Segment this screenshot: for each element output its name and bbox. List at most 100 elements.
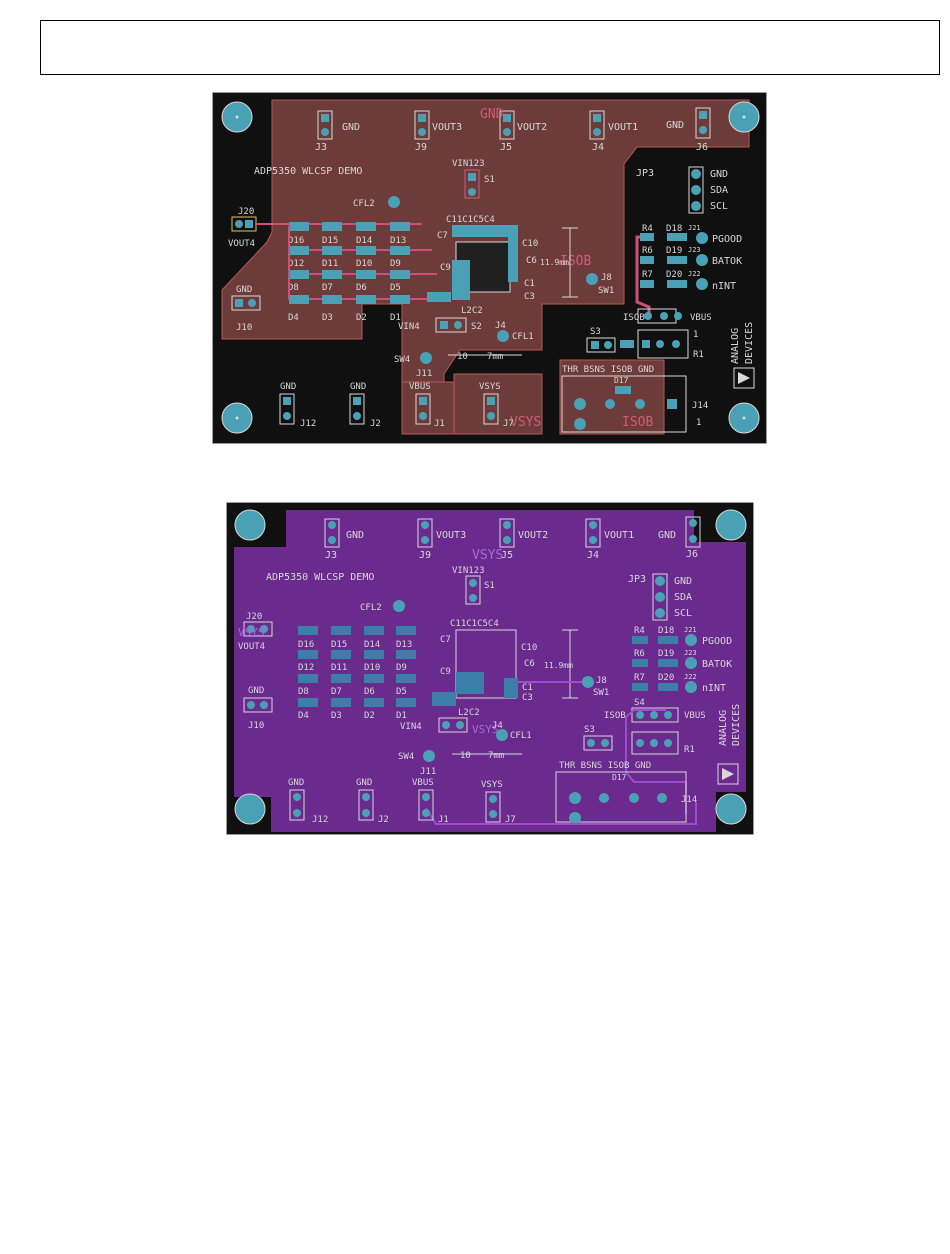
connector-label: GND	[658, 530, 676, 541]
connector-label: VOUT1	[604, 530, 634, 541]
r1-label: R1	[684, 745, 695, 755]
led-ref: D11	[331, 663, 347, 673]
led-ref: D5	[390, 283, 401, 293]
mounting-hole	[234, 509, 266, 541]
mounting-hole	[715, 793, 747, 825]
resistor-ref: R6	[642, 246, 653, 256]
led-ref: D11	[322, 259, 338, 269]
board-title: ADP5350 WLCSP DEMO	[266, 572, 374, 583]
pmic-cluster: C11C1C5C4 C7 C10 C6 C1 C3 C9 L2C2	[427, 215, 538, 316]
j20-label: J20	[246, 612, 262, 622]
connector-ref: J6	[686, 549, 698, 560]
jp3-pin-label: SCL	[710, 201, 728, 212]
vin4-label: VIN4	[400, 722, 422, 732]
sw1-label: SW1	[593, 688, 609, 698]
cap-ref: C7	[437, 231, 448, 241]
dimension-label: 10	[457, 352, 468, 362]
jack-ref: J22	[688, 270, 701, 278]
led-ref: D4	[288, 313, 299, 323]
j12-label: J12	[300, 419, 316, 429]
cfl2-label: CFL2	[360, 603, 382, 613]
j2-label: J2	[370, 419, 381, 429]
net-label: VSYS	[510, 415, 541, 430]
vsys-label: VSYS	[481, 780, 503, 790]
connector-label: GND	[666, 120, 684, 131]
gnd-label: GND	[248, 686, 264, 696]
led-ref: D19	[666, 246, 682, 256]
j7-label: J7	[503, 419, 514, 429]
vbus-label: VBUS	[409, 382, 431, 392]
logo-text: ANALOG	[730, 328, 741, 364]
gnd-label: GND	[236, 285, 252, 295]
led-ref: D16	[288, 236, 304, 246]
j11-label: J11	[416, 369, 432, 379]
net-label: ISOB	[560, 254, 591, 269]
j14-label: J14	[681, 795, 697, 805]
s1-label: S1	[484, 175, 495, 185]
led-ref: D1	[390, 313, 401, 323]
jp3-pin-label: GND	[674, 576, 692, 587]
isob-label: ISOB	[604, 711, 626, 721]
jack-ref: J22	[684, 673, 697, 681]
j12-label: J12	[312, 815, 328, 825]
jack-ref: J21	[688, 224, 701, 232]
status-label: BATOK	[702, 659, 732, 670]
j10-label: J10	[248, 721, 264, 731]
mounting-hole	[234, 793, 266, 825]
cap-ref: C6	[526, 256, 537, 266]
led-ref: D10	[364, 663, 380, 673]
cap-ref: C10	[521, 643, 537, 653]
jack-ref: J23	[684, 649, 697, 657]
gnd-label: GND	[350, 382, 366, 392]
vsys-label: VSYS	[479, 382, 501, 392]
vout4-label: VOUT4	[228, 239, 255, 249]
j20-label: J20	[238, 207, 254, 217]
led-ref: D3	[331, 711, 342, 721]
j1-label: J1	[434, 419, 445, 429]
vin4-label: VIN4	[398, 322, 420, 332]
resistor-ref: R4	[642, 224, 653, 234]
j8-label: J8	[601, 273, 612, 283]
cfl2-label: CFL2	[353, 199, 375, 209]
test-point	[393, 600, 405, 612]
test-point	[388, 196, 400, 208]
dimension-label: 11.9mm	[540, 258, 569, 267]
cfl1-label: CFL1	[510, 731, 532, 741]
pmic-cluster: C11C1C5C4 C7 C10 C6 C1 C3 C9 L2C2	[432, 619, 537, 718]
led-matrix: D16 D15 D14 D13 D12 D11 D10 D9 D8 D7 D6 …	[288, 222, 444, 323]
thr-row-label: THR BSNS ISOB GND	[562, 365, 654, 375]
resistor-ref: R4	[634, 626, 645, 636]
connector-ref: J5	[501, 550, 513, 561]
s3-label: S3	[584, 725, 595, 735]
logo-text: ANALOG	[718, 710, 729, 746]
dimension-label: 10	[460, 751, 471, 761]
connector-ref: J4	[587, 550, 599, 561]
net-label: VSYS	[472, 723, 499, 736]
j2-label: J2	[378, 815, 389, 825]
d17-label: D17	[614, 376, 629, 385]
dimension-label: 7mm	[487, 352, 503, 362]
logo-text: DEVICES	[731, 704, 742, 746]
led-ref: D18	[658, 626, 674, 636]
led-ref: D15	[331, 640, 347, 650]
led-ref: D13	[390, 236, 406, 246]
mounting-hole	[221, 402, 253, 434]
vbus-header-label: VBUS	[690, 313, 712, 323]
led-ref: D19	[658, 649, 674, 659]
jack-ref: J21	[684, 626, 697, 634]
connector-label: VOUT1	[608, 122, 638, 133]
page-header-box	[40, 20, 940, 75]
status-label: nINT	[702, 683, 726, 694]
j7-label: J7	[505, 815, 516, 825]
cap-ref: C7	[440, 635, 451, 645]
j4-label: J4	[492, 721, 503, 731]
sw1-label: SW1	[598, 286, 614, 296]
led-matrix: D16 D15 D14 D13 D12 D11 D10 D9 D8 D7 D6 …	[298, 626, 416, 721]
j14-label: J14	[692, 401, 708, 411]
connector-ref: J4	[592, 142, 604, 153]
cap-ref: C6	[524, 659, 535, 669]
led-ref: D1	[396, 711, 407, 721]
jp3-pin-label: GND	[710, 169, 728, 180]
led-ref: D8	[288, 283, 299, 293]
connector-ref: J6	[696, 142, 708, 153]
